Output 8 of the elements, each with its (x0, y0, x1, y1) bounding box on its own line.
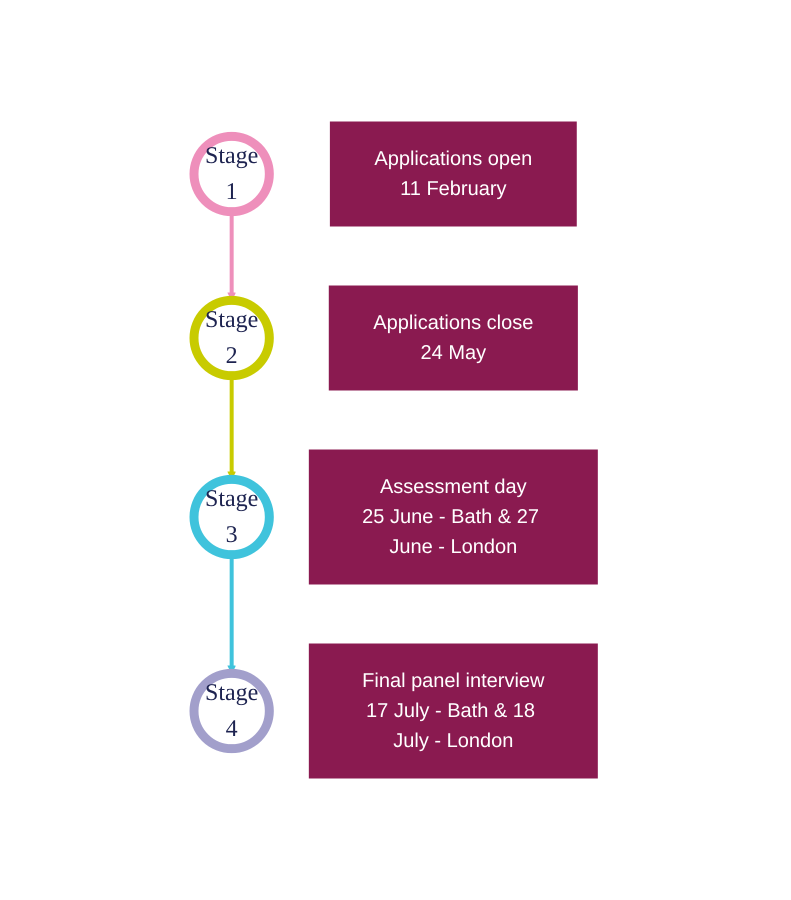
node-circle: Stage 4 (189, 668, 274, 754)
node-box: Assessment day 25 June - Bath & 27 June - London (308, 450, 598, 584)
node-box: Applications close 24 May (328, 286, 578, 390)
node-circle: Stage 2 (189, 296, 274, 380)
node-circle: Stage 3 (189, 474, 274, 560)
node-circle: Stage 1 (189, 132, 274, 216)
node-box: Final panel interview 17 July - Bath & 18 July - London (308, 644, 598, 778)
node-box: Applications open 11 February (330, 122, 577, 226)
